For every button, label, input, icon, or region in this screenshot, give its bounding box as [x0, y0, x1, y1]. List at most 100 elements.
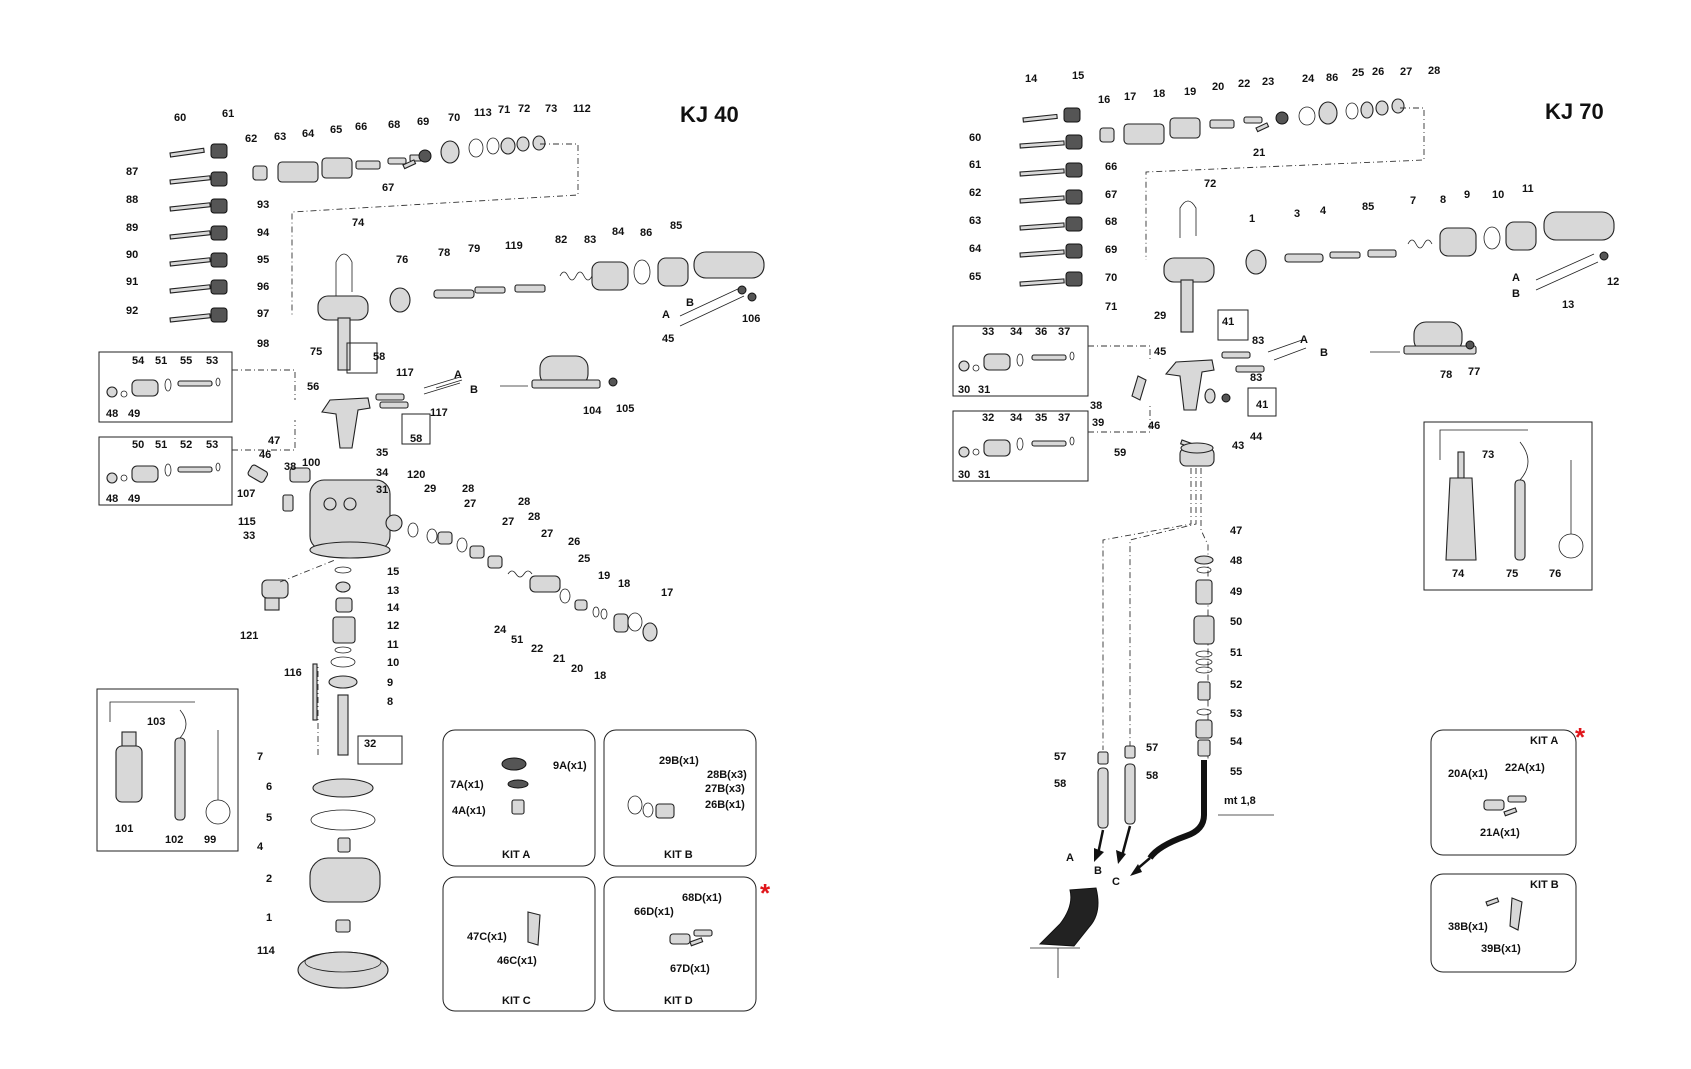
part-label-19: 19	[1184, 86, 1196, 98]
part-label-92: 92	[126, 305, 138, 317]
part-label-64: 64	[302, 128, 315, 140]
kit-item: 47C(x1)	[467, 931, 507, 943]
part-label-22: 22	[1238, 78, 1250, 90]
part-label-50: 50	[1230, 616, 1242, 628]
part-label-63: 63	[969, 215, 981, 227]
part-label-35: 35	[376, 447, 388, 459]
kj70-side-boxes	[952, 325, 1151, 482]
part-label-62: 62	[245, 133, 257, 145]
part-label-49: 49	[128, 408, 140, 420]
title-kj70: KJ 70	[1545, 99, 1604, 124]
kj40-middle-row-parts	[317, 251, 765, 371]
part-label-43: 43	[1232, 440, 1244, 452]
part-label-21: 21	[1253, 147, 1265, 159]
part-label-59: 59	[1114, 447, 1126, 459]
part-label-9: 9	[1464, 189, 1470, 201]
part-label-B: B	[686, 297, 694, 309]
part-label-11: 11	[387, 639, 399, 651]
kj70-guide-top	[1145, 107, 1425, 260]
part-label-27: 27	[502, 516, 514, 528]
part-label-57: 57	[1054, 751, 1066, 763]
part-label-A: A	[454, 369, 462, 381]
part-label-119: 119	[505, 240, 523, 252]
part-label-71: 71	[1105, 301, 1117, 313]
part-label-85: 85	[1362, 201, 1374, 213]
part-label-86: 86	[640, 227, 652, 239]
kj40-top-row-parts	[169, 135, 546, 183]
part-label-71: 71	[498, 104, 510, 116]
part-label-83: 83	[1250, 372, 1262, 384]
part-label-31: 31	[376, 484, 388, 496]
kj40-body	[247, 464, 391, 611]
kit-item: 38B(x1)	[1448, 921, 1488, 933]
part-label-88: 88	[126, 194, 138, 206]
part-label-37: 37	[1058, 412, 1070, 424]
title-kj40: KJ 40	[680, 102, 739, 127]
part-label-76: 76	[1549, 568, 1561, 580]
part-label-66: 66	[1105, 161, 1117, 173]
part-label-53: 53	[206, 355, 218, 367]
part-label-52: 52	[180, 439, 192, 451]
part-label-19: 19	[598, 570, 610, 582]
part-label-113: 113	[474, 107, 492, 119]
part-label-70: 70	[1105, 272, 1117, 284]
part-label-31: 31	[978, 469, 990, 481]
part-label-32: 32	[364, 738, 376, 750]
kit-item: 66D(x1)	[634, 906, 674, 918]
part-label-23: 23	[1262, 76, 1274, 88]
part-label-12: 12	[1607, 276, 1619, 288]
part-label-38: 38	[1090, 400, 1102, 412]
part-label-67: 67	[1105, 189, 1117, 201]
part-label-51: 51	[155, 439, 167, 451]
part-label-29: 29	[424, 483, 436, 495]
part-label-22: 22	[531, 643, 543, 655]
part-label-1: 1	[266, 912, 272, 924]
part-label-2: 2	[266, 873, 272, 885]
part-label-104: 104	[583, 405, 602, 417]
part-label-7: 7	[1410, 195, 1416, 207]
part-label-47: 47	[268, 435, 280, 447]
part-label-107: 107	[237, 488, 255, 500]
part-label-B: B	[470, 384, 478, 396]
kit-item: 67D(x1)	[670, 963, 710, 975]
kj40-side-boxes	[98, 351, 296, 506]
part-label-78: 78	[438, 247, 450, 259]
part-label-5: 5	[266, 812, 272, 824]
part-label-86: 86	[1326, 72, 1338, 84]
part-label-17: 17	[661, 587, 673, 599]
part-label-51: 51	[1230, 647, 1242, 659]
part-label-68: 68	[1105, 216, 1117, 228]
part-label-58: 58	[1146, 770, 1158, 782]
part-label-95: 95	[257, 254, 269, 266]
part-label-35: 35	[1035, 412, 1047, 424]
part-label-51: 51	[511, 634, 523, 646]
kit-item: 46C(x1)	[497, 955, 537, 967]
part-label-69: 69	[1105, 244, 1117, 256]
part-label-76: 76	[396, 254, 408, 266]
part-label-89: 89	[126, 222, 138, 234]
part-label-98: 98	[257, 338, 269, 350]
kit-asterisk-left: *	[760, 878, 771, 908]
part-label-50: 50	[132, 439, 144, 451]
part-label-63: 63	[274, 131, 286, 143]
part-label-45: 45	[1154, 346, 1166, 358]
kj70-trigger-group	[1131, 309, 1477, 467]
part-label-13: 13	[1562, 299, 1574, 311]
part-label-101: 101	[115, 823, 133, 835]
part-label-53: 53	[206, 439, 218, 451]
kj70-hose-assembly	[1030, 468, 1274, 978]
part-label-27: 27	[464, 498, 476, 510]
part-label-73: 73	[545, 103, 557, 115]
part-label-33: 33	[982, 326, 994, 338]
kj70-top-row-parts	[1022, 98, 1405, 145]
part-label-9: 9	[387, 677, 393, 689]
part-label-83: 83	[1252, 335, 1264, 347]
part-label-26: 26	[1372, 66, 1384, 78]
kit-title: KIT C	[502, 995, 531, 1007]
kit-title: KIT B	[664, 849, 693, 861]
kit-box-a	[442, 729, 596, 867]
part-label-3: 3	[1294, 208, 1300, 220]
kit-item: 29B(x1)	[659, 755, 699, 767]
part-label-15: 15	[1072, 70, 1084, 82]
